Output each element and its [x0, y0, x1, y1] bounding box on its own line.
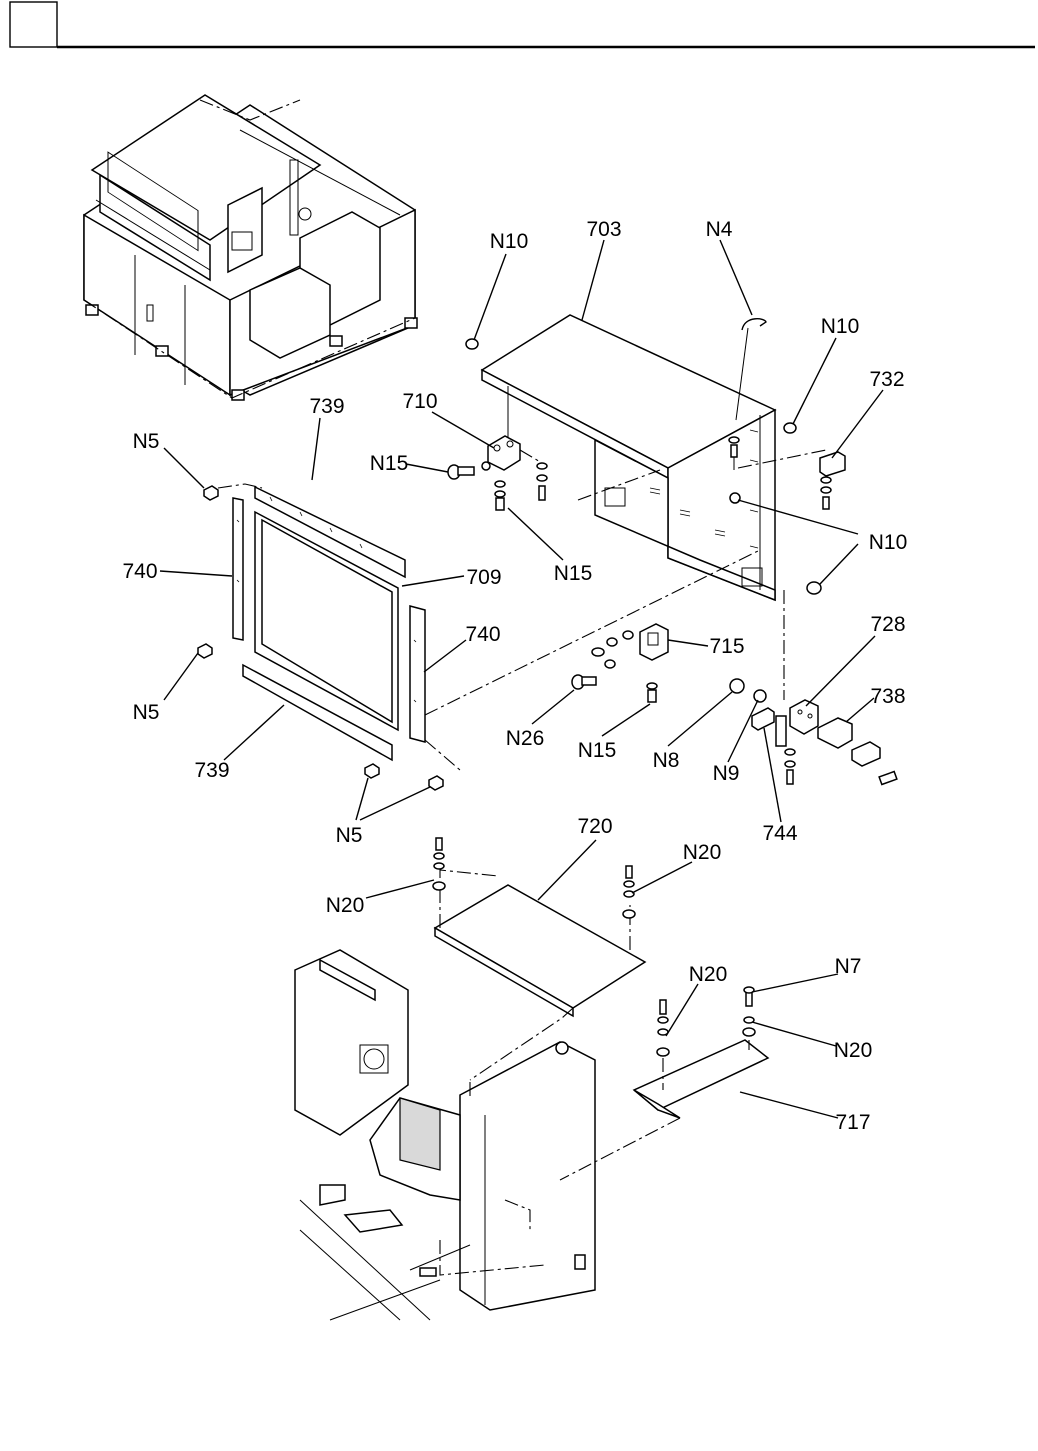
callout-n5-a: N5 — [133, 430, 160, 453]
callout-703: 703 — [586, 218, 621, 241]
callout-n20-b: N20 — [326, 894, 365, 917]
header-bar — [10, 2, 1035, 47]
callout-710: 710 — [402, 390, 437, 413]
callout-720: 720 — [577, 815, 612, 838]
nut-n5-c — [365, 764, 379, 778]
machine-detail-drawing — [295, 950, 680, 1320]
callout-n4: N4 — [706, 218, 733, 241]
hinge-710-assembly — [448, 436, 547, 510]
callout-728: 728 — [870, 613, 905, 636]
rail-740-right — [410, 606, 425, 742]
nut-n5-b — [198, 644, 212, 658]
callout-740-a: 740 — [122, 560, 157, 583]
header-box — [10, 2, 57, 47]
callout-n8: N8 — [653, 749, 680, 772]
callout-n10-a: N10 — [490, 230, 529, 253]
callout-n5-c: N5 — [336, 824, 363, 847]
callout-n10-b: N10 — [821, 315, 860, 338]
callout-n10-c: N10 — [869, 531, 908, 554]
callout-n5-b: N5 — [133, 701, 160, 724]
callout-717: 717 — [835, 1111, 870, 1134]
callout-n15-a: N15 — [370, 452, 409, 475]
top-cover-assembly — [466, 315, 845, 600]
callout-n7: N7 — [835, 955, 862, 978]
callout-732: 732 — [869, 368, 904, 391]
callout-744: 744 — [762, 822, 797, 845]
callout-739-a: 739 — [309, 395, 344, 418]
nut-n5-d — [429, 776, 443, 790]
callout-739-b: 739 — [194, 759, 229, 782]
callout-709: 709 — [466, 566, 501, 589]
rail-740-left — [233, 498, 243, 640]
machine-overview-drawing — [84, 95, 417, 400]
callout-n15-c: N15 — [578, 739, 617, 762]
callout-n9: N9 — [713, 762, 740, 785]
callout-715: 715 — [709, 635, 744, 658]
callout-n26: N26 — [506, 727, 545, 750]
callout-n20-a: N20 — [683, 841, 722, 864]
callout-n20-c: N20 — [689, 963, 728, 986]
callout-740-b: 740 — [465, 623, 500, 646]
callout-n20-d: N20 — [834, 1039, 873, 1062]
nut-n5-a — [204, 486, 218, 500]
callout-738: 738 — [870, 685, 905, 708]
callout-n15-b: N15 — [554, 562, 593, 585]
plate-720-assembly — [433, 838, 645, 1080]
plate-717-assembly — [634, 987, 768, 1118]
